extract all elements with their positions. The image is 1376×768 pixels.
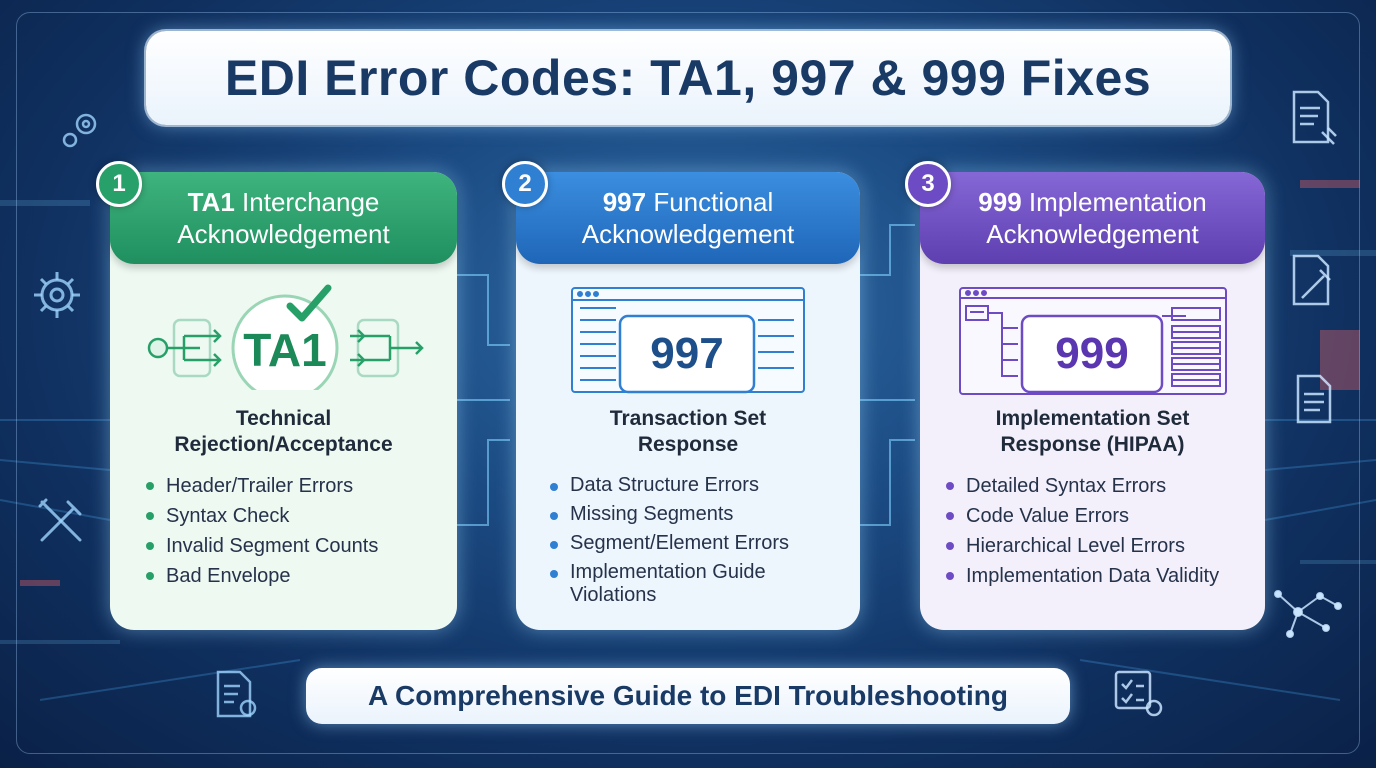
card-title-text: Interchange — [242, 187, 380, 217]
card-title-line2: Acknowledgement — [986, 219, 1199, 249]
list-item: Hierarchical Level Errors — [946, 531, 1219, 561]
footer-banner: A Comprehensive Guide to EDI Troubleshoo… — [306, 668, 1070, 724]
step-number-badge: 3 — [905, 161, 951, 207]
page-title: EDI Error Codes: TA1, 997 & 999 Fixes — [224, 50, 1152, 106]
card-subtitle-block: Implementation Set Response (HIPAA) — [920, 406, 1265, 458]
document-gear-icon — [216, 670, 257, 718]
card-subtitle-line2: Rejection/Acceptance — [174, 433, 393, 456]
card-997: 997 Functional Acknowledgement 997 Trans… — [516, 172, 860, 630]
list-item: Invalid Segment Counts — [146, 531, 378, 561]
footer-text: A Comprehensive Guide to EDI Troubleshoo… — [368, 680, 1008, 711]
list-item: Detailed Syntax Errors — [946, 471, 1219, 501]
network-icon — [1274, 590, 1342, 638]
list-item: Bad Envelope — [146, 561, 378, 591]
list-item: Implementation Guide Violations — [550, 561, 790, 607]
card-header: TA1 Interchange Acknowledgement — [110, 172, 457, 264]
card-subtitle-block: Technical Rejection/Acceptance — [110, 406, 457, 458]
card-error-list: Detailed Syntax Errors Code Value Errors… — [946, 471, 1219, 591]
gear-icon — [62, 113, 97, 148]
card-subtitle-block: Transaction Set Response — [516, 406, 860, 458]
title-banner: EDI Error Codes: TA1, 997 & 999 Fixes — [146, 31, 1230, 125]
step-number-badge: 1 — [96, 161, 142, 207]
checklist-icon — [1114, 670, 1163, 717]
card-title-text: Functional — [653, 187, 774, 217]
card-title-line1: 997 Functional — [603, 186, 774, 218]
card-title-code: 999 — [978, 187, 1022, 217]
card-badge-text: 999 — [1055, 329, 1128, 378]
card-ta1: TA1 Interchange Acknowledgement TA1 Tech… — [110, 172, 457, 630]
card-subtitle-line1: Technical — [235, 407, 332, 430]
card-title-line2: Acknowledgement — [177, 219, 390, 249]
card-title-text: Implementation — [1028, 187, 1207, 217]
999-illustration: 999 — [959, 287, 1227, 395]
step-number-badge: 2 — [502, 161, 548, 207]
card-subtitle-line1: Implementation Set — [995, 407, 1190, 430]
card-header: 999 Implementation Acknowledgement — [920, 172, 1265, 264]
wrench-screwdriver-icon — [38, 498, 82, 542]
card-999: 999 Implementation Acknowledgement 999 I… — [920, 172, 1265, 630]
document-icon — [1296, 374, 1332, 424]
card-subtitle-line2: Response (HIPAA) — [1000, 433, 1185, 456]
card-error-list: Data Structure Errors Missing Segments S… — [550, 474, 850, 613]
gear-icon — [34, 272, 80, 318]
card-title-code: TA1 — [187, 187, 235, 217]
card-badge-text: TA1 — [243, 324, 327, 376]
card-subtitle-line2: Response — [637, 433, 739, 456]
list-item: Implementation Data Validity — [946, 561, 1219, 591]
outer-frame — [16, 12, 1360, 754]
ta1-illustration: TA1 — [147, 284, 424, 390]
card-badge-text: 997 — [650, 329, 723, 378]
997-illustration: 997 — [571, 287, 805, 394]
card-title-line2: Acknowledgement — [581, 219, 795, 249]
list-item: Code Value Errors — [946, 501, 1219, 531]
document-wrench-icon — [1292, 90, 1337, 145]
card-title-line1: 999 Implementation — [978, 186, 1206, 218]
card-title-code: 997 — [602, 187, 647, 217]
card-subtitle-line1: Transaction Set — [609, 407, 767, 430]
document-wrench-icon — [1292, 254, 1331, 306]
list-item: Missing Segments — [550, 503, 850, 526]
card-title-line1: TA1 Interchange — [188, 186, 380, 218]
list-item: Syntax Check — [146, 501, 378, 531]
card-header: 997 Functional Acknowledgement — [516, 172, 860, 264]
list-item: Segment/Element Errors — [550, 532, 850, 555]
list-item: Data Structure Errors — [550, 474, 850, 497]
card-error-list: Header/Trailer Errors Syntax Check Inval… — [146, 471, 378, 591]
list-item: Header/Trailer Errors — [146, 471, 378, 501]
